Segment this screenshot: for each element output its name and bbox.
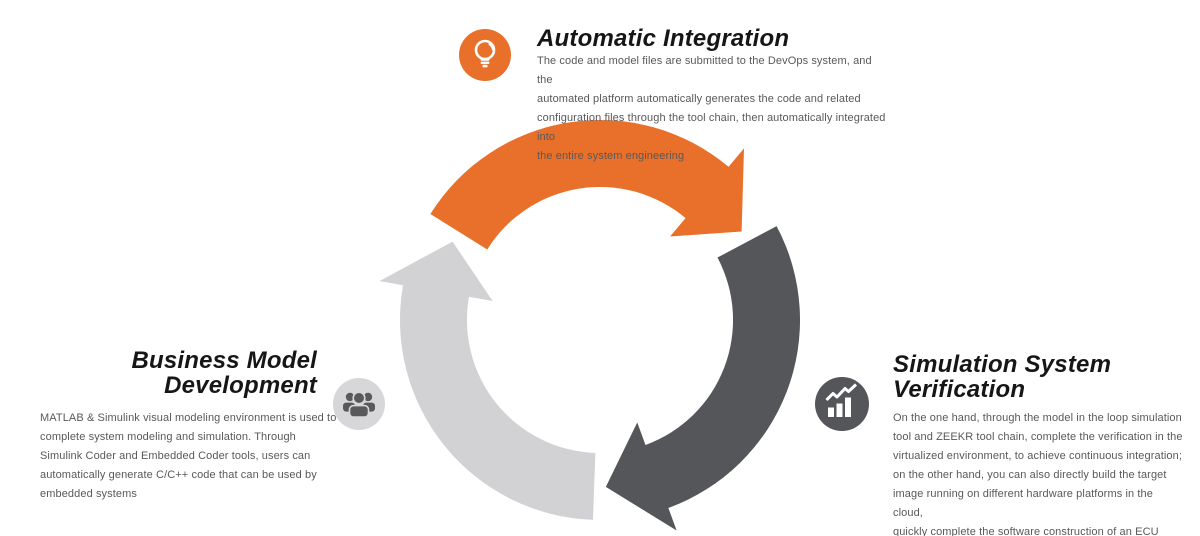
simulation-system-verification-title: Simulation System Verification (893, 351, 1112, 403)
automatic-integration-description: The code and model files are submitted t… (537, 55, 886, 162)
team-icon (333, 378, 385, 430)
lightbulb-icon-circle (459, 29, 511, 81)
bulb-base-tip (482, 64, 488, 68)
bar-chart-icon (815, 377, 869, 431)
cycle-arrow-right-dark (605, 226, 800, 531)
lightbulb-icon (459, 29, 511, 81)
team-glyph (343, 391, 375, 418)
bar-chart-glyph (828, 397, 851, 417)
cycle-arrow-top-orange (430, 119, 744, 250)
business-model-development-title: Business Model Development (131, 347, 317, 399)
bulb-highlight (488, 43, 494, 51)
trend-line (825, 383, 858, 402)
cycle-arrows (379, 119, 800, 531)
cycle-arrow-left-light (379, 241, 596, 520)
bulb-base-stripe-1 (480, 58, 490, 61)
simulation-system-verification-description: On the one hand, through the model in th… (893, 412, 1183, 536)
bulb-base-stripe-2 (480, 61, 490, 64)
business-model-development-description: MATLAB & Simulink visual modeling enviro… (40, 412, 337, 500)
automatic-integration-title: Automatic Integration (537, 25, 790, 52)
